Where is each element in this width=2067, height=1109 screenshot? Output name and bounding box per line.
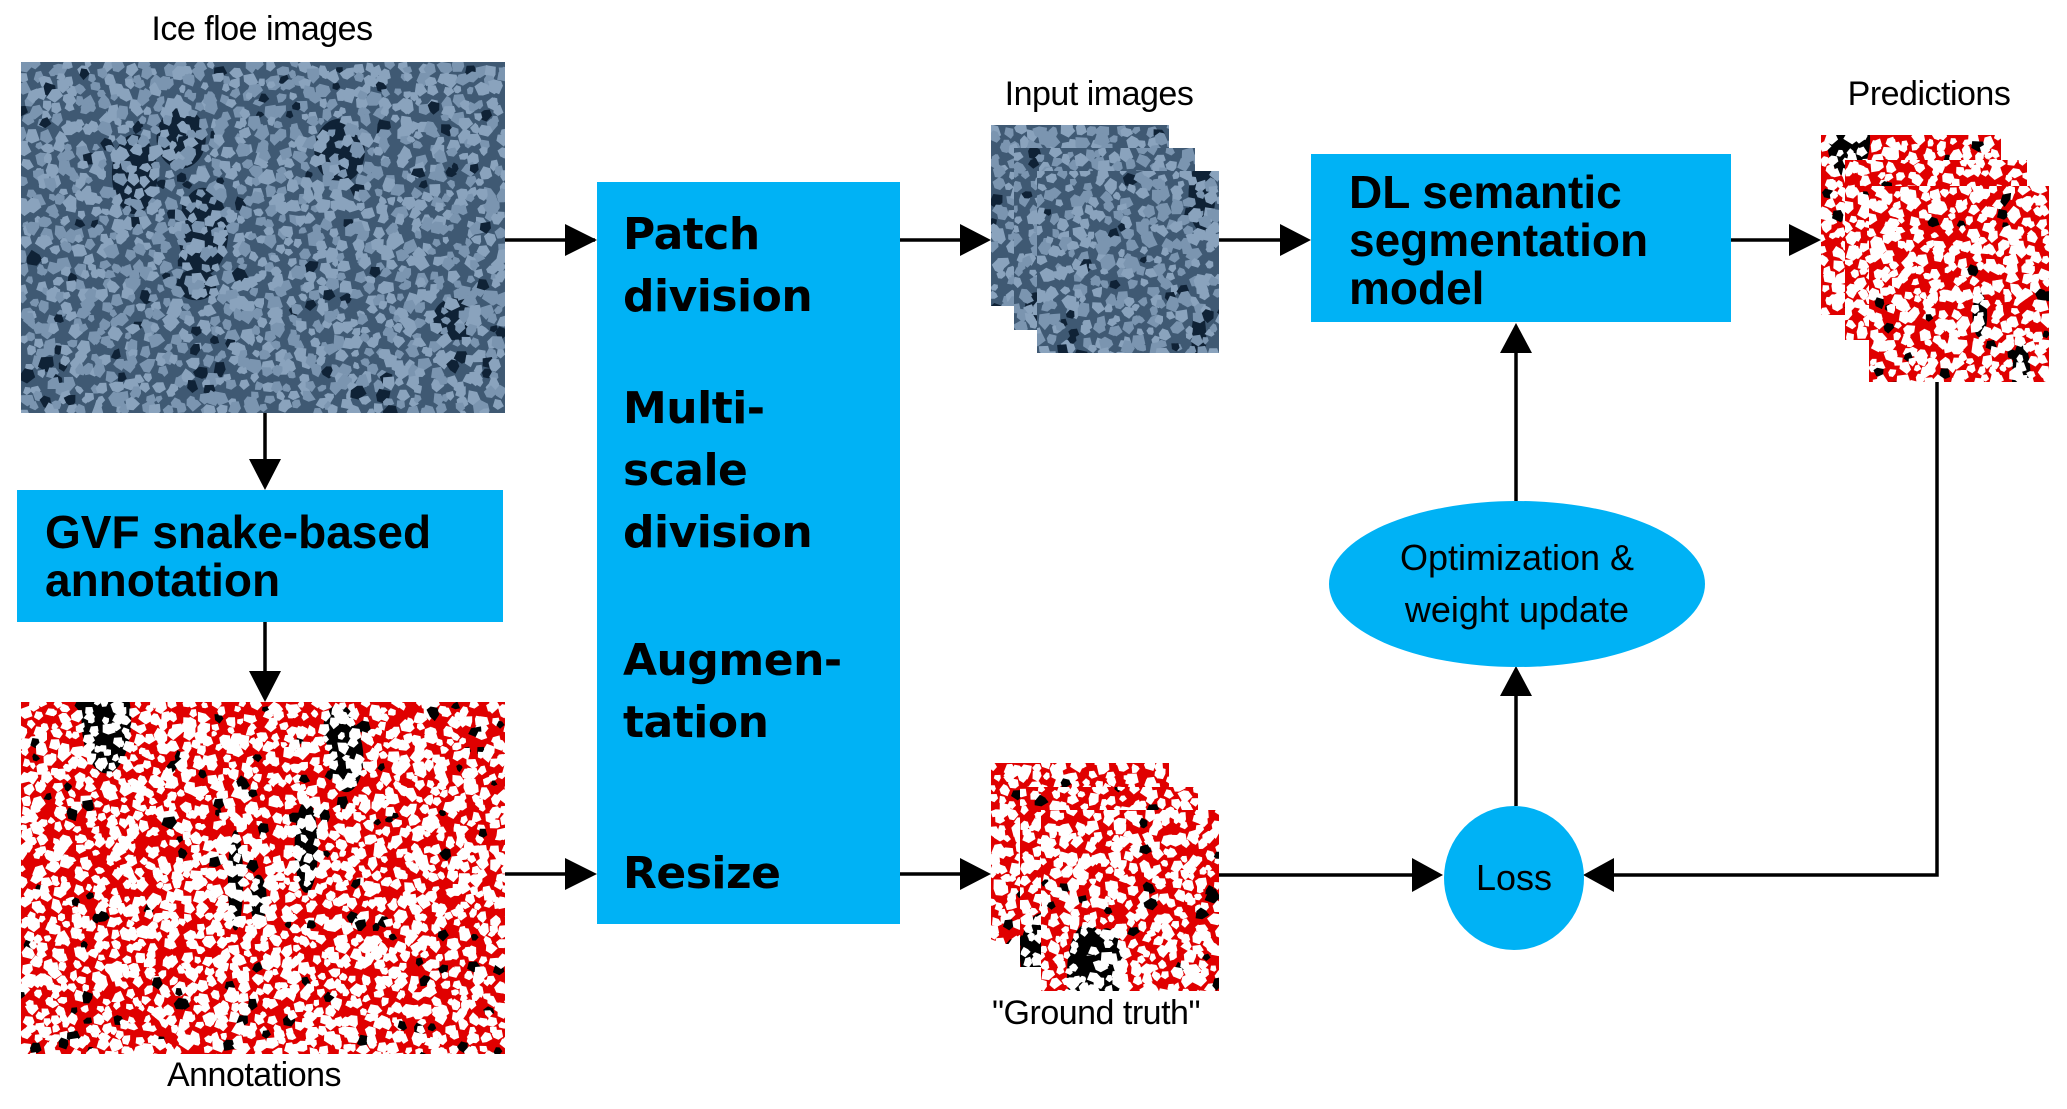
optimization-line-1: Optimization & — [1399, 537, 1635, 578]
arrowhead — [565, 858, 597, 890]
dl-line-3: model — [1349, 262, 1485, 314]
gvf-line-2: annotation — [45, 554, 281, 606]
arrow-predictions-to-loss — [1605, 352, 1939, 877]
arrowhead — [960, 224, 991, 256]
patch-line-2: division — [623, 271, 813, 322]
patch-division-text: Patch division — [623, 204, 813, 328]
arrowhead — [249, 671, 281, 702]
arrowhead — [1280, 224, 1311, 256]
prediction-layer — [1869, 186, 2049, 382]
predictions-label: Predictions — [1847, 75, 2011, 113]
resize-text: Resize — [623, 843, 781, 905]
annotations-label: Annotations — [166, 1056, 342, 1094]
ice-floe-images-label: Ice floe images — [151, 10, 373, 48]
loss-label: Loss — [1475, 857, 1553, 898]
multiscale-line-1: Multi- — [623, 383, 765, 434]
gvf-line-1: GVF snake-based — [45, 506, 432, 558]
gvf-annotation-box: GVF snake-based annotation — [17, 490, 503, 622]
ice-floe-images — [21, 62, 505, 413]
annotations-image — [21, 702, 505, 1054]
arrowhead — [565, 224, 597, 256]
ground-truth-label: "Ground truth" — [991, 994, 1201, 1032]
arrowhead — [1583, 858, 1614, 892]
arrowhead — [1500, 666, 1532, 696]
arrowhead — [960, 858, 991, 890]
dl-line-1: DL semantic — [1349, 166, 1622, 218]
multiscale-division-text: Multi- scale division — [623, 378, 813, 564]
loss-node: Loss — [1444, 806, 1584, 950]
arrowhead — [1789, 224, 1821, 256]
resize-line-1: Resize — [623, 848, 781, 899]
ground-truth-layer — [1041, 810, 1219, 991]
multiscale-line-3: division — [623, 507, 813, 558]
optimization-line-2: weight update — [1404, 589, 1630, 630]
arrowhead — [1412, 858, 1443, 892]
arrowhead — [249, 459, 281, 490]
dl-line-2: segmentation — [1349, 214, 1649, 266]
input-image-layer — [1037, 171, 1219, 353]
dl-model-box: DL semantic segmentation model — [1311, 154, 1731, 322]
preprocessing-box: Patch division Multi- scale division Aug… — [597, 182, 900, 924]
augmentation-line-1: Augmen- — [623, 635, 842, 686]
multiscale-line-2: scale — [623, 445, 748, 496]
optimization-node: Optimization & weight update — [1329, 501, 1705, 667]
patch-line-1: Patch — [623, 209, 760, 260]
augmentation-line-2: tation — [623, 697, 769, 748]
augmentation-text: Augmen- tation — [623, 630, 842, 754]
input-images-label: Input images — [1004, 75, 1194, 113]
arrowhead — [1500, 323, 1532, 353]
